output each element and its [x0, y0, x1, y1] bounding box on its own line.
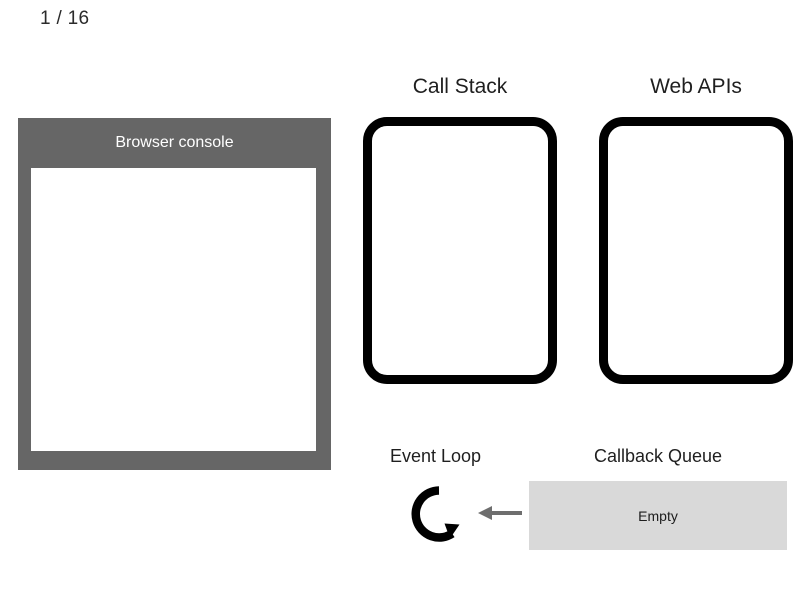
callback-queue-content: Empty — [638, 507, 678, 524]
circular-arrow-icon — [408, 483, 470, 545]
call-stack-items — [372, 363, 548, 375]
slide-counter: 1 / 16 — [40, 8, 90, 29]
console-log-list — [31, 168, 316, 451]
call-stack-box — [363, 117, 557, 384]
event-loop-label: Event Loop — [389, 446, 482, 466]
browser-console-title: Browser console — [115, 134, 234, 151]
callback-queue-box: Empty — [529, 481, 787, 550]
browser-console-screen — [31, 168, 316, 451]
call-stack-label: Call Stack — [412, 75, 508, 98]
callback-queue-label: Callback Queue — [593, 446, 723, 466]
web-apis-items — [608, 363, 784, 375]
web-apis-label: Web APIs — [650, 75, 742, 98]
arrow-left-icon — [478, 503, 522, 523]
browser-console-panel: Browser console — [18, 118, 331, 470]
web-apis-box — [599, 117, 793, 384]
